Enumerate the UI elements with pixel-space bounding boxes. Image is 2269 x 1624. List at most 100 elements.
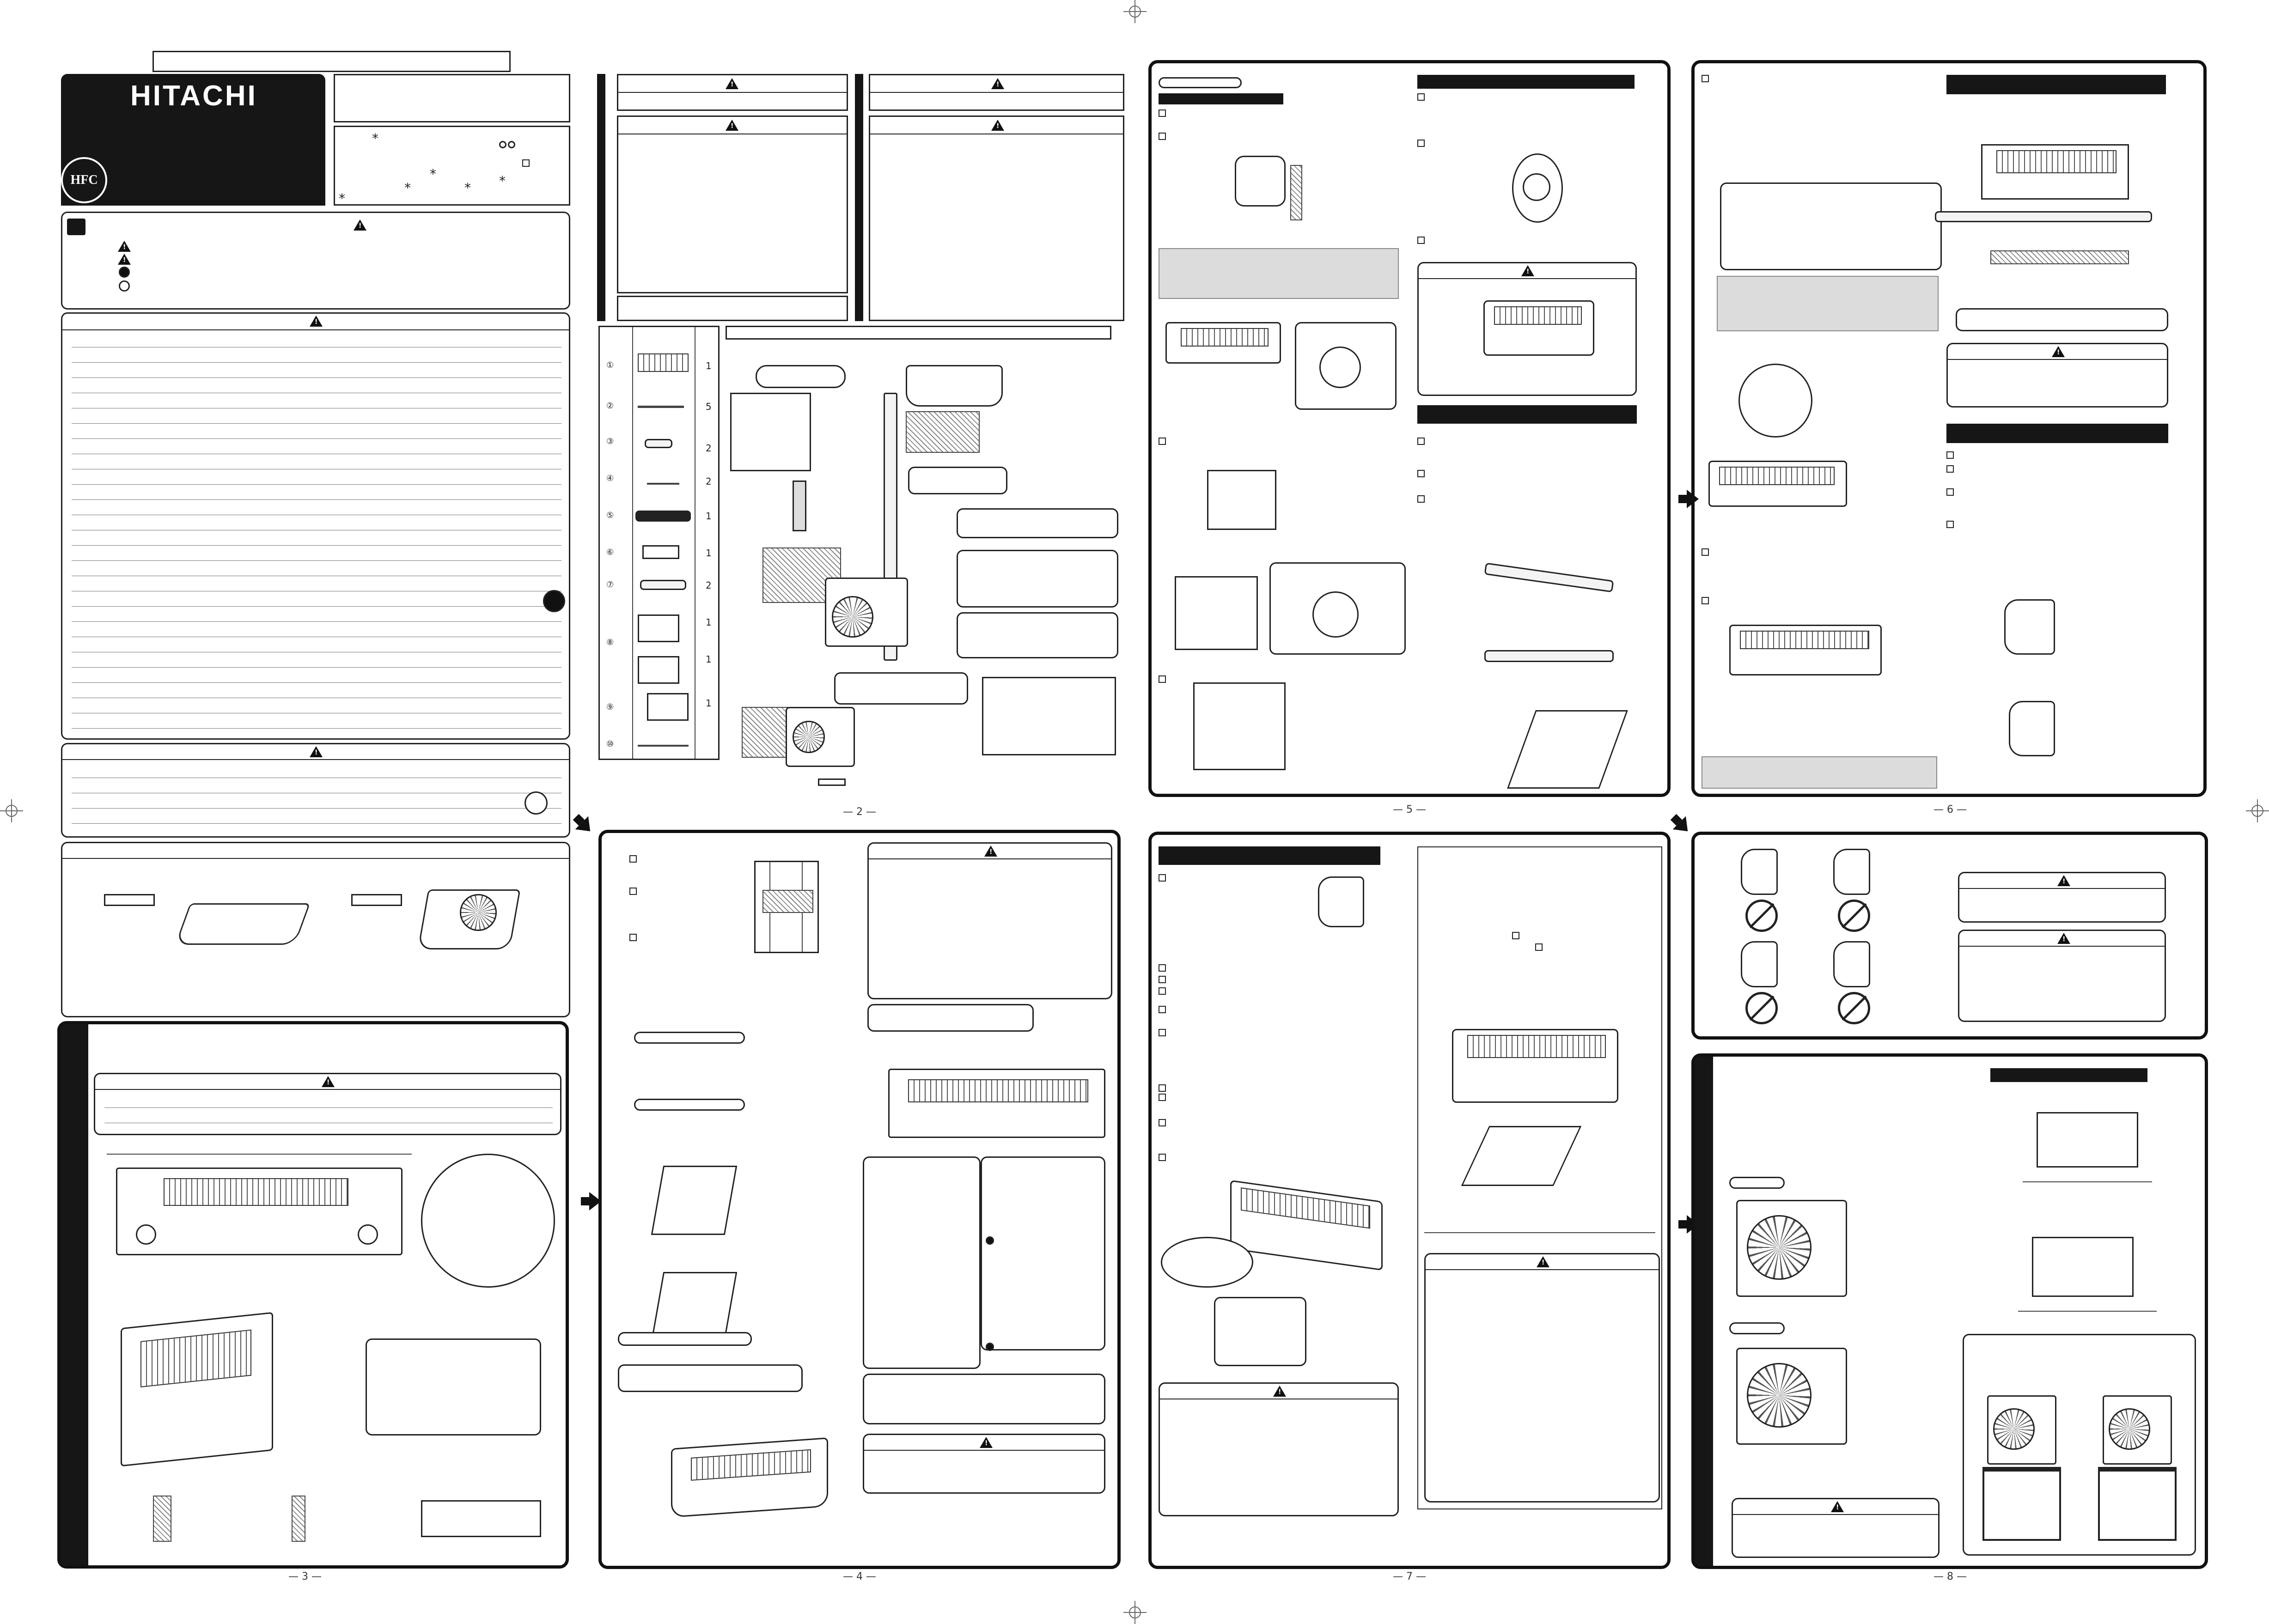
- caution-box: [1946, 343, 2168, 408]
- indoor-unit-side-diagram: [2009, 701, 2055, 756]
- warning-box: [617, 116, 848, 293]
- item-quantity: 2: [706, 443, 712, 454]
- drain-hose-panel: [1691, 832, 2208, 1040]
- detail-box: [982, 677, 1116, 755]
- step-box: [1159, 109, 1166, 117]
- tape-wrap-diagram: [1507, 710, 1628, 789]
- hfc-badge: HFC: [61, 157, 107, 203]
- side-tab: [597, 74, 605, 321]
- step-box: [1159, 1119, 1166, 1126]
- callout-bubble: [756, 365, 846, 388]
- no-touch-icon: [525, 791, 548, 815]
- indoor-unit-diagram: [671, 1437, 828, 1518]
- indoor-unit-diagram: [1165, 322, 1281, 364]
- item-quantity: 1: [706, 617, 712, 628]
- caution-icon: [991, 120, 1004, 131]
- screw-icon: [647, 483, 679, 485]
- note-box: [366, 1338, 541, 1435]
- pipe-run: [1935, 211, 2152, 222]
- step-box: [629, 888, 637, 895]
- note-box: [834, 672, 968, 705]
- caution-box: [869, 116, 1124, 321]
- pipe-hole-diagram: [1312, 591, 1359, 638]
- item-quantity: 2: [706, 476, 712, 487]
- step-box: [1159, 1006, 1166, 1013]
- filter-icon: [642, 545, 679, 559]
- warning-icon: [726, 120, 738, 131]
- accessories-table: [598, 326, 720, 760]
- outdoor-unit-diagram: [1987, 1395, 2056, 1465]
- model-name-box: [334, 74, 570, 122]
- item-quantity: 1: [706, 547, 712, 559]
- item-number: ⑩: [606, 739, 614, 749]
- detail-magnifier: [421, 1154, 555, 1288]
- item-number: ⑨: [606, 702, 614, 712]
- item-number: ③: [606, 437, 614, 446]
- section-header: [1159, 846, 1380, 865]
- label-box: [634, 1032, 745, 1044]
- asterisk-mark: *: [372, 131, 378, 146]
- warning-section: [61, 312, 570, 740]
- hose-diagram: [1484, 562, 1614, 593]
- hand-diagram: [651, 1166, 738, 1235]
- step-box: [1159, 874, 1166, 882]
- step-box: [1159, 987, 1166, 995]
- step-box: [1417, 470, 1425, 477]
- warning-box: [94, 1073, 561, 1135]
- bracket-icon: [647, 693, 689, 721]
- label-box: [1729, 1177, 1785, 1189]
- item-number: ⑧: [606, 638, 614, 647]
- note-shade: [1702, 756, 1937, 789]
- hose-diagram: [1193, 682, 1286, 770]
- holder-icon: [638, 656, 679, 684]
- screw-icon: [638, 406, 684, 408]
- asterisk-mark: *: [464, 180, 471, 195]
- mandatory-icon: [119, 267, 130, 278]
- caution-icon: [991, 78, 1004, 89]
- asterisk-mark: *: [499, 173, 506, 189]
- remote-control-icon: [635, 511, 691, 522]
- label-box: [634, 1099, 745, 1111]
- caution-icon: [2057, 875, 2070, 886]
- page-number: — 5 —: [1393, 804, 1426, 815]
- side-tab: [855, 74, 863, 321]
- item-quantity: 5: [706, 401, 712, 412]
- step-box: 1: [629, 855, 637, 863]
- mounting-plate-icon: [638, 353, 689, 372]
- page-4-panel: 1: [598, 830, 1121, 1569]
- side-tab: [61, 1024, 88, 1565]
- section-header: [1990, 1068, 2147, 1082]
- indoor-unit-diagram: [1230, 1180, 1383, 1271]
- warning-box: [617, 74, 848, 111]
- section-header: [1417, 75, 1635, 89]
- step-box: [1159, 1154, 1166, 1161]
- step-dot: [986, 1343, 994, 1351]
- indoor-unit-side-diagram: [1235, 156, 1286, 207]
- wall-section: [292, 1496, 305, 1542]
- label-box: [104, 894, 155, 906]
- page-number: — 7 —: [1393, 1571, 1426, 1582]
- registration-mark: [2246, 799, 2269, 822]
- caution-box: [1159, 1382, 1399, 1516]
- plug-icon: [645, 439, 672, 448]
- item-number: ⑥: [606, 547, 614, 557]
- caution-text: [72, 763, 561, 832]
- indoor-unit-side-diagram: [1833, 849, 1870, 895]
- wall-section: [1290, 165, 1302, 220]
- step-box: [1946, 488, 1954, 496]
- item-quantity: 1: [706, 511, 712, 522]
- indoor-unit-side-diagram: [1318, 876, 1364, 927]
- step-box: [1159, 964, 1166, 972]
- item-quantity: 1: [706, 698, 712, 709]
- page-8-panel: [1691, 1053, 2208, 1569]
- caution-icon: [1273, 1386, 1286, 1397]
- caution-box: [867, 842, 1112, 999]
- prohibited-icon: [1838, 992, 1870, 1024]
- step-box: [1512, 932, 1519, 939]
- page-number: — 2 —: [843, 806, 876, 818]
- procedure-box: [863, 1156, 981, 1369]
- battery-icon: [640, 580, 686, 590]
- step-box: [1159, 1029, 1166, 1036]
- caution-icon: [118, 254, 131, 265]
- note-shade: [1159, 248, 1399, 299]
